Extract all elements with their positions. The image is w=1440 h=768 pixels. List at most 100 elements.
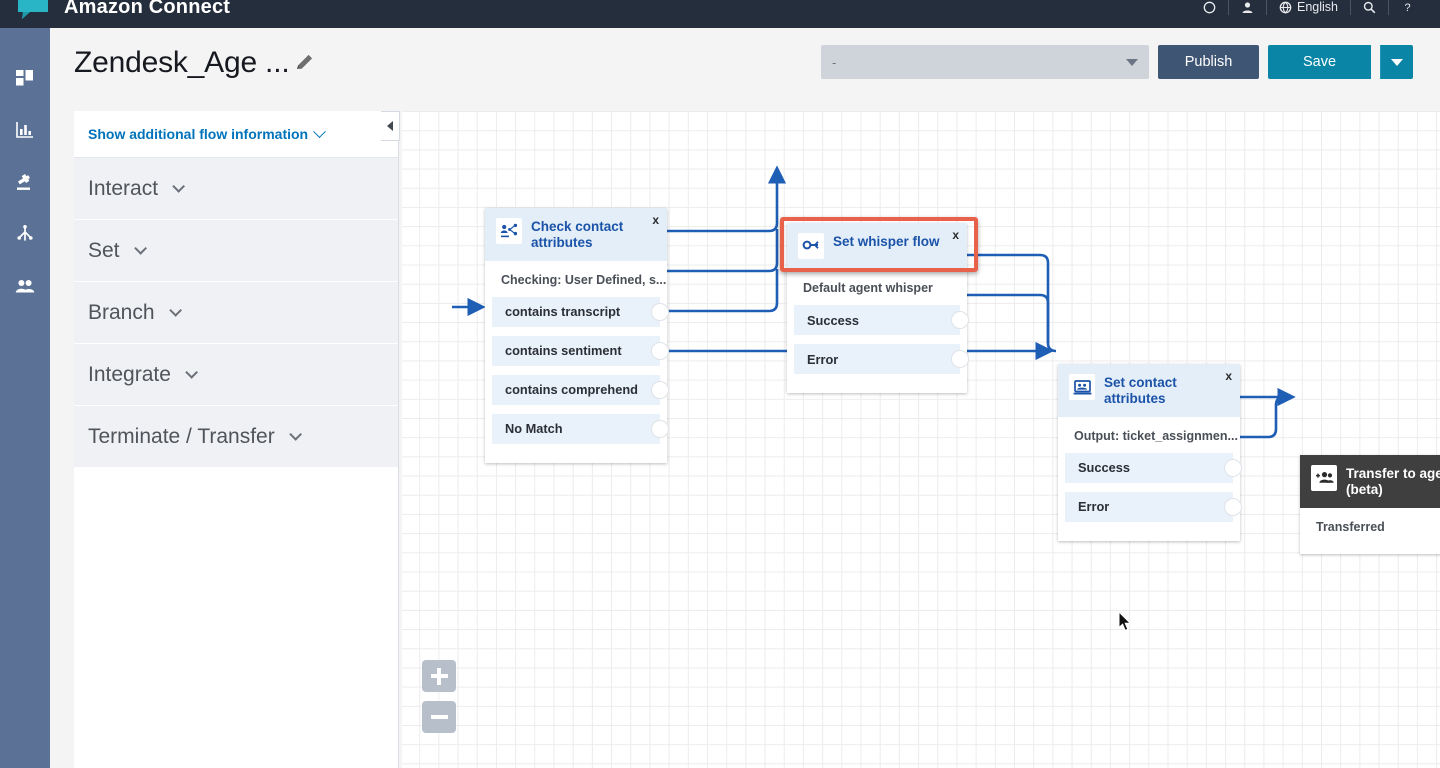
output-port[interactable]: [952, 351, 968, 367]
output-port[interactable]: [652, 342, 668, 359]
header-actions: English ?: [1191, 0, 1426, 17]
sidebar-item-flows[interactable]: [13, 224, 37, 248]
chevron-down-icon: [168, 304, 182, 317]
branch-row[interactable]: No Match: [492, 413, 668, 444]
node-transfer-to-agent[interactable]: Transfer to agent (beta) x Transferred: [1300, 455, 1440, 554]
pencil-icon[interactable]: [293, 51, 315, 76]
header-search-item[interactable]: [1351, 0, 1388, 17]
header-language-item[interactable]: English: [1267, 0, 1350, 17]
output-port[interactable]: [952, 312, 968, 328]
node-set-whisper-flow[interactable]: Set whisper flow x Default agent whisper…: [787, 223, 968, 393]
globe-icon: [1279, 1, 1292, 14]
category-label: Interact: [88, 176, 159, 200]
dashboard-grid-icon: [15, 68, 35, 93]
chevron-down-icon: [1391, 58, 1403, 66]
header-divider: [1388, 0, 1389, 15]
branch-row[interactable]: Error: [794, 344, 968, 374]
chevron-down-icon: [313, 124, 326, 138]
node-subtitle: Transferred: [1316, 519, 1385, 534]
output-port[interactable]: [652, 381, 668, 398]
panel-empty-area: [74, 468, 398, 768]
branch-row[interactable]: contains comprehend: [492, 374, 668, 405]
branch-row[interactable]: contains sentiment: [492, 335, 668, 366]
panel-collapse-button[interactable]: [381, 111, 400, 141]
branch-label: Success: [1078, 460, 1130, 476]
branch-row[interactable]: Success: [794, 305, 968, 335]
category-label: Branch: [88, 300, 155, 324]
header-language-label: English: [1297, 0, 1338, 14]
header-help-item[interactable]: ?: [1389, 0, 1426, 17]
chevron-down-icon: [172, 180, 186, 193]
help-icon: ?: [1401, 1, 1414, 14]
category-label: Integrate: [88, 362, 171, 386]
save-dropdown-button[interactable]: [1380, 45, 1413, 79]
sidebar-item-users[interactable]: [13, 276, 37, 300]
app-header: Amazon Connect English: [0, 0, 1440, 28]
category-set[interactable]: Set: [74, 220, 398, 282]
node-subtitle: Output: ticket_assignmen...: [1074, 428, 1238, 443]
flow-toolbar: - Publish Save: [821, 45, 1413, 79]
category-label: Set: [88, 238, 120, 262]
zoom-out-button[interactable]: [422, 701, 456, 733]
sidebar-item-metrics[interactable]: [13, 120, 37, 144]
category-branch[interactable]: Branch: [74, 282, 398, 344]
sidebar-item-routing[interactable]: [13, 172, 37, 196]
search-icon: [1363, 1, 1376, 14]
category-terminate-transfer[interactable]: Terminate / Transfer: [74, 406, 398, 468]
node-set-contact-attributes[interactable]: Set contact attributes x Output: ticket_…: [1058, 364, 1241, 541]
branch-label: contains comprehend: [505, 382, 638, 398]
node-header[interactable]: Transfer to agent (beta) x: [1300, 455, 1440, 508]
header-region-item[interactable]: [1191, 0, 1228, 17]
chevron-left-icon: [387, 121, 393, 131]
user-icon: [1241, 1, 1254, 14]
gavel-icon: [15, 172, 35, 197]
chevron-down-icon: [288, 428, 302, 441]
flow-select[interactable]: -: [821, 45, 1149, 79]
node-check-contact-attributes[interactable]: Check contact attributes x Checking: Use…: [485, 208, 668, 463]
branch-label: Error: [807, 351, 839, 367]
set-contact-attributes-icon: [1069, 374, 1095, 400]
flow-connectors: [452, 165, 1296, 439]
close-icon[interactable]: x: [652, 213, 659, 227]
zoom-in-button[interactable]: [422, 660, 456, 692]
header-divider: [1266, 0, 1267, 15]
panel-header-label: Show additional flow information: [88, 126, 309, 142]
zoom-controls: [422, 660, 456, 733]
save-button[interactable]: Save: [1268, 45, 1371, 79]
output-port[interactable]: [652, 420, 668, 437]
users-icon: [15, 276, 35, 301]
bar-chart-icon: [15, 120, 35, 145]
amazon-connect-logo-icon[interactable]: [14, 0, 56, 22]
output-port[interactable]: [1225, 498, 1241, 515]
close-icon[interactable]: x: [952, 228, 959, 242]
branch-row[interactable]: Error: [1065, 491, 1241, 522]
close-icon[interactable]: x: [1225, 369, 1232, 383]
node-header[interactable]: Check contact attributes x: [485, 208, 667, 261]
output-port[interactable]: [652, 303, 668, 320]
node-subtitle: Checking: User Defined, s...: [501, 272, 667, 287]
node-title: Transfer to agent (beta): [1346, 466, 1440, 497]
header-divider: [1228, 0, 1229, 15]
show-additional-flow-information-toggle[interactable]: Show additional flow information: [88, 124, 326, 142]
publish-button[interactable]: Publish: [1158, 45, 1259, 79]
header-user-item[interactable]: [1229, 0, 1266, 17]
branch-label: contains transcript: [505, 304, 621, 320]
branch-row[interactable]: Success: [1065, 452, 1241, 483]
output-port[interactable]: [1225, 459, 1241, 476]
brand-title: Amazon Connect: [64, 0, 231, 18]
node-body-spacer: [1300, 544, 1440, 554]
category-integrate[interactable]: Integrate: [74, 344, 398, 406]
category-interact[interactable]: Interact: [74, 158, 398, 220]
page-title-row: Zendesk_Age ...: [74, 46, 315, 80]
chevron-down-icon: [133, 242, 147, 255]
header-divider: [1350, 0, 1351, 15]
region-icon: [1203, 1, 1216, 14]
node-header[interactable]: Set whisper flow x: [787, 223, 967, 269]
sidebar-item-dashboard[interactable]: [13, 68, 37, 92]
chevron-down-icon: [185, 366, 198, 379]
branch-row[interactable]: contains transcript: [492, 296, 668, 327]
page-title: Zendesk_Age ...: [74, 46, 290, 79]
flow-canvas[interactable]: Check contact attributes x Checking: Use…: [402, 111, 1440, 768]
plus-icon: [430, 667, 448, 685]
node-header[interactable]: Set contact attributes x: [1058, 364, 1240, 417]
